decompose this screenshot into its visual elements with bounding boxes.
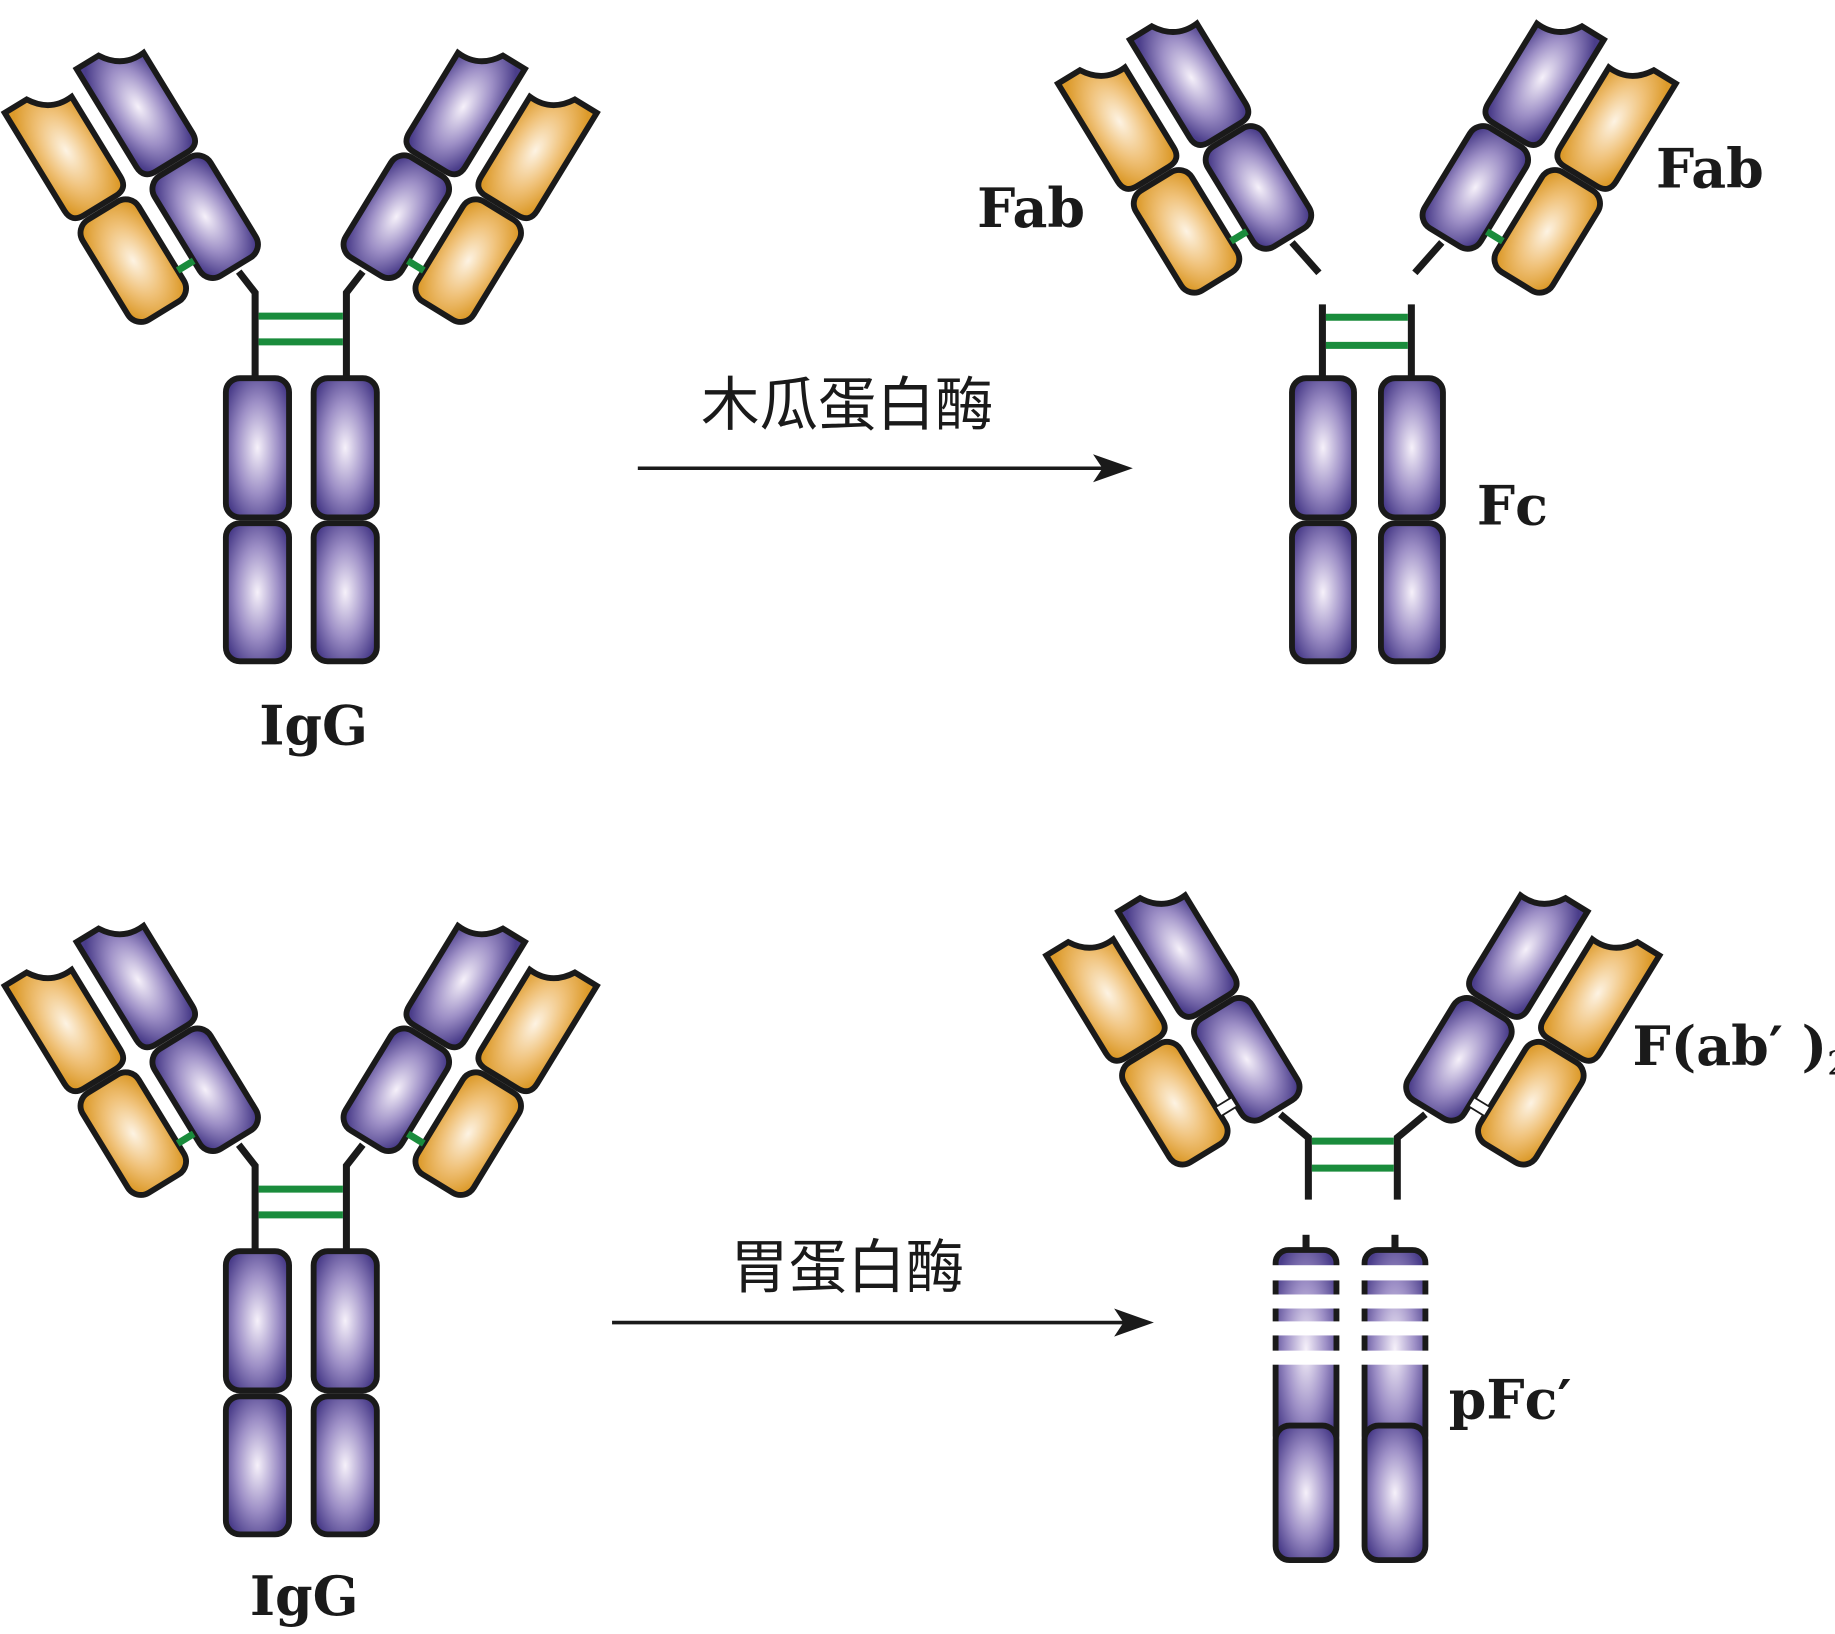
fab2-label-subscript: 2 xyxy=(1827,1044,1835,1082)
fab2-label: F(ab′ )2 xyxy=(1633,1014,1835,1082)
igg-antibody-bottom xyxy=(5,908,597,1535)
fab-fragment-right xyxy=(1412,6,1676,299)
fab-fragment-left xyxy=(1058,6,1322,299)
pfc-fragment xyxy=(1268,1234,1433,1564)
papain-arrow xyxy=(637,454,1133,483)
pepsin-label: 胃蛋白酶 xyxy=(730,1233,964,1301)
pfc-label: pFc′ xyxy=(1449,1368,1572,1432)
fab2-label-main: F(ab′ ) xyxy=(1633,1014,1828,1078)
papain-label: 木瓜蛋白酶 xyxy=(701,371,994,439)
igg-label-bottom: IgG xyxy=(250,1564,359,1628)
fab2-fragment xyxy=(1046,877,1659,1200)
igg-antibody-top xyxy=(5,35,597,662)
fab-label-right: Fab xyxy=(1656,136,1764,200)
pepsin-arrow xyxy=(612,1308,1154,1337)
fc-fragment xyxy=(1289,304,1446,665)
fc-label: Fc xyxy=(1477,473,1548,537)
fab-label-left: Fab xyxy=(977,176,1085,240)
igg-label-top: IgG xyxy=(259,693,368,757)
